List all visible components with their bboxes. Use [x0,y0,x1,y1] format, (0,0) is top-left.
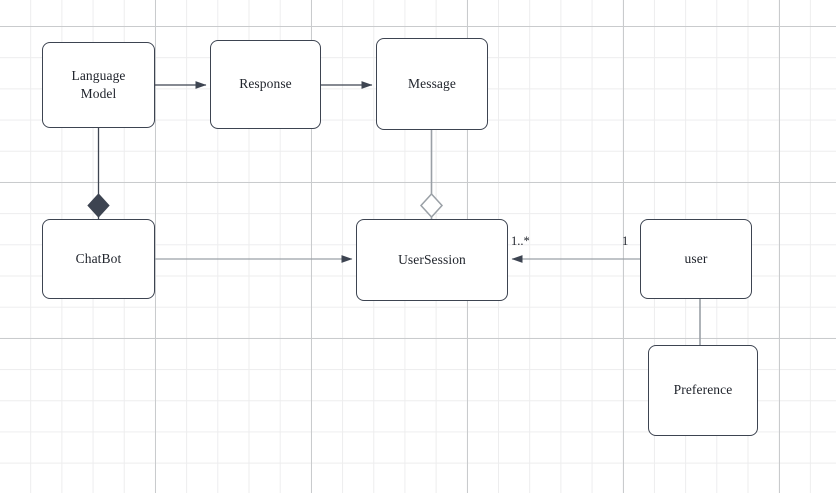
node-response[interactable]: Response [210,40,321,129]
node-chatbot[interactable]: ChatBot [42,219,155,299]
edge-language-model-to-chatbot [87,128,110,219]
node-label: Response [239,76,292,92]
hollow-diamond-icon [419,192,444,219]
node-label: Preference [673,382,733,398]
filled-diamond-icon [87,193,110,218]
node-label: Language Model [71,67,126,101]
node-label: ChatBot [75,250,122,266]
node-user-session[interactable]: UserSession [356,219,508,301]
node-label: UserSession [398,251,466,267]
node-message[interactable]: Message [376,38,488,130]
multiplicity-label-source: 1 [622,234,629,248]
edge-message-to-user-session [419,130,444,219]
multiplicity-label-target: 1..* [511,234,530,248]
node-language-model[interactable]: Language Model [42,42,155,128]
node-label: Message [408,75,456,91]
node-preference[interactable]: Preference [648,345,758,436]
node-label: user [684,250,708,266]
node-user[interactable]: user [640,219,752,299]
